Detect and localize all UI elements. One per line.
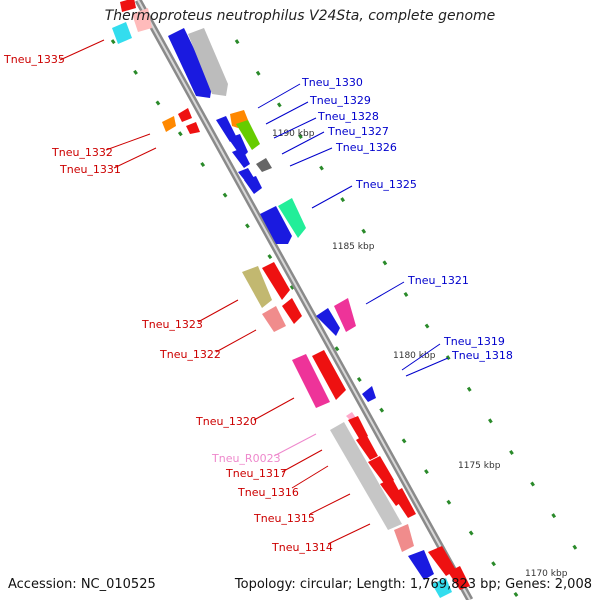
scale-label-1175: 1175 kbp xyxy=(458,461,501,471)
leader-tneu-1329 xyxy=(265,101,309,125)
gene-tneu-1327 xyxy=(236,120,260,150)
leader-tneu-1320 xyxy=(253,397,295,421)
leader-tneu-1315 xyxy=(309,493,351,515)
leader-tneu-1332 xyxy=(105,133,151,151)
label-tneu-1328: Tneu_1328 xyxy=(317,110,379,123)
gene-tneu-1331-a xyxy=(178,108,192,122)
gene-tneu-1331-b xyxy=(186,122,200,134)
accession-text: Accession: NC_010525 xyxy=(8,577,156,592)
label-tneu-1332: Tneu_1332 xyxy=(51,146,113,159)
leader-tneu-1335 xyxy=(59,39,105,61)
gene-tneu-1315 xyxy=(368,456,394,486)
label-tneu-1326: Tneu_1326 xyxy=(335,141,397,154)
gene-blue-small-2 xyxy=(244,176,262,194)
label-tneu-r0023: Tneu_R0023 xyxy=(211,452,281,465)
scale-label-1190: 1190 kbp xyxy=(272,129,315,139)
gene-tneu-1323-red xyxy=(262,262,290,300)
leader-tneu-1330 xyxy=(257,83,301,109)
scale-label-1180: 1180 kbp xyxy=(393,351,436,361)
label-tneu-1325: Tneu_1325 xyxy=(355,178,417,191)
leader-tneu-1316 xyxy=(291,465,329,489)
genome-backbone-highlight xyxy=(137,0,471,600)
label-tneu-1316: Tneu_1316 xyxy=(237,486,299,499)
label-tneu-1314: Tneu_1314 xyxy=(271,541,333,554)
gene-tneu-1321 xyxy=(316,308,340,336)
gene-tneu-1328 xyxy=(216,116,236,142)
leader-tneu-1323 xyxy=(197,299,239,323)
label-tneu-1331: Tneu_1331 xyxy=(59,163,121,176)
gene-tneu-1325-b xyxy=(278,198,306,238)
gene-tneu-1320 xyxy=(292,354,330,408)
gene-tneu-1314 xyxy=(392,488,416,518)
gene-tneu-1330 xyxy=(168,28,212,98)
gene-tneu-1320-red xyxy=(312,350,346,400)
gene-tneu-1325-a xyxy=(260,206,292,244)
label-tneu-1327: Tneu_1327 xyxy=(327,125,389,138)
gene-tneu-1326-b xyxy=(232,148,250,168)
label-tneu-1321: Tneu_1321 xyxy=(407,274,469,287)
gene-tneu-1314-pink xyxy=(394,524,414,552)
leader-tneu-1322 xyxy=(215,329,257,353)
label-tneu-1318: Tneu_1318 xyxy=(451,349,513,362)
leader-tneu-r0023 xyxy=(273,433,317,457)
scale-label-1170: 1170 kbp xyxy=(525,569,568,579)
gene-top-red xyxy=(120,0,136,12)
leader-tneu-1319 xyxy=(401,343,441,371)
leader-tneu-1327 xyxy=(281,131,325,155)
label-tneu-1320: Tneu_1320 xyxy=(195,415,257,428)
leader-tneu-1317 xyxy=(281,449,323,473)
gene-top-cyan xyxy=(112,22,132,44)
scale-label-1185: 1185 kbp xyxy=(332,242,375,252)
label-tneu-1317: Tneu_1317 xyxy=(225,467,287,480)
gene-bottom-red-2 xyxy=(448,566,470,590)
leader-tneu-1325 xyxy=(311,185,353,209)
label-tneu-1329: Tneu_1329 xyxy=(309,94,371,107)
gene-top-pink xyxy=(132,8,152,32)
leader-tneu-1321 xyxy=(365,281,405,305)
gene-tneu-1316 xyxy=(356,434,378,460)
gene-tneu-1322-red xyxy=(282,298,302,324)
gene-tneu-1319 xyxy=(362,386,376,402)
gene-bottom-cyan xyxy=(432,578,452,598)
gene-tneu-1322 xyxy=(262,306,286,332)
label-tneu-1335: Tneu_1335 xyxy=(3,53,65,66)
leader-tneu-1318 xyxy=(405,357,449,377)
gene-grey-small xyxy=(256,158,272,172)
label-tneu-1322: Tneu_1322 xyxy=(159,348,221,361)
leader-tneu-1328 xyxy=(273,117,317,139)
genome-title: Thermoproteus neutrophilus V24Sta, compl… xyxy=(104,8,496,24)
gene-bottom-red xyxy=(428,546,456,576)
label-tneu-1323: Tneu_1323 xyxy=(141,318,203,331)
gene-bottom-blue xyxy=(408,550,434,580)
outer-tick-track-left xyxy=(110,39,522,600)
label-tneu-1319: Tneu_1319 xyxy=(443,335,505,348)
gene-tneu-1317 xyxy=(330,422,402,530)
label-tneu-1330: Tneu_1330 xyxy=(301,76,363,89)
gene-tneu-1321-pink xyxy=(334,298,356,332)
leader-tneu-1314 xyxy=(327,523,371,545)
genome-summary-text: Topology: circular; Length: 1,769,823 bp… xyxy=(234,577,592,592)
gene-tneu-1323 xyxy=(242,266,272,308)
gene-grey-large xyxy=(188,28,228,96)
leader-tneu-1326 xyxy=(289,147,333,167)
gene-tneu-1332 xyxy=(162,116,176,132)
gene-tneu-1317-red xyxy=(348,416,368,440)
leader-tneu-1331 xyxy=(113,147,157,169)
label-tneu-1315: Tneu_1315 xyxy=(253,512,315,525)
